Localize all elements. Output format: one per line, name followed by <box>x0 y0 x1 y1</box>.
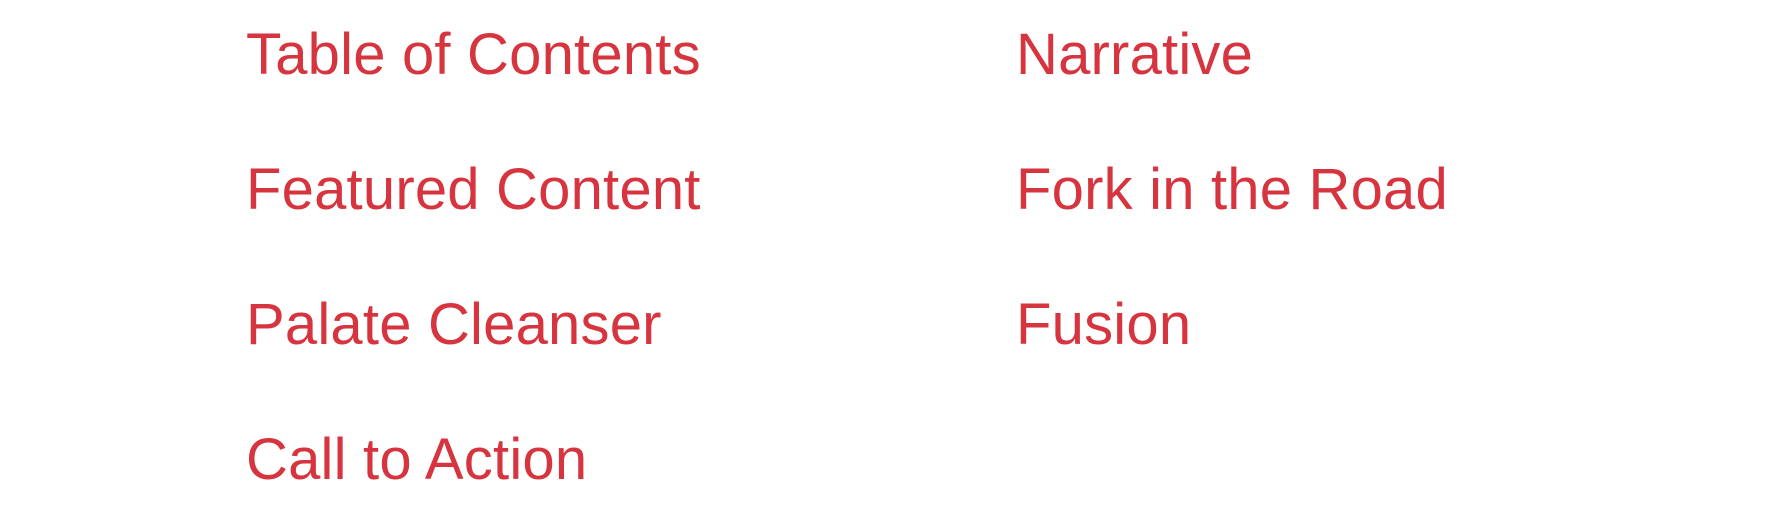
link-palate-cleanser[interactable]: Palate Cleanser <box>246 292 662 357</box>
link-fusion[interactable]: Fusion <box>1016 292 1192 357</box>
link-call-to-action[interactable]: Call to Action <box>246 427 588 492</box>
link-table-of-contents[interactable]: Table of Contents <box>246 22 701 87</box>
link-featured-content[interactable]: Featured Content <box>246 157 701 222</box>
link-fork-in-the-road[interactable]: Fork in the Road <box>1016 157 1448 222</box>
link-narrative[interactable]: Narrative <box>1016 22 1254 87</box>
